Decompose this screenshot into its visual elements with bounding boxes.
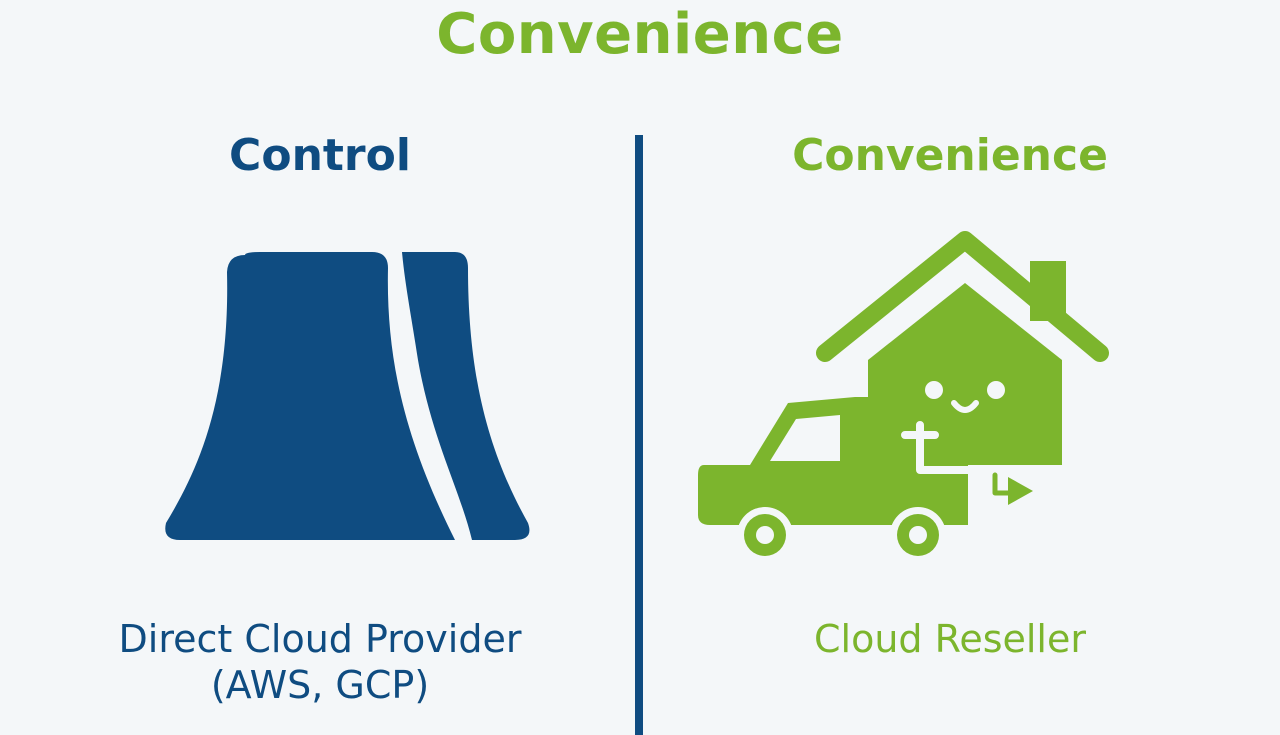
column-divider [635, 135, 643, 735]
cooling-tower-icon [165, 252, 530, 540]
house-truck-icon [698, 231, 1109, 563]
right-caption: Cloud Reseller [814, 617, 1086, 661]
left-caption-line1: Direct Cloud Provider [118, 617, 522, 661]
left-heading: Control [229, 130, 411, 181]
left-caption-line2: (AWS, GCP) [210, 663, 430, 708]
left-caption: Direct Cloud Provider (AWS, GCP) [60, 616, 580, 709]
right-heading: Convenience [792, 130, 1108, 181]
page-title: Convenience [436, 2, 844, 67]
